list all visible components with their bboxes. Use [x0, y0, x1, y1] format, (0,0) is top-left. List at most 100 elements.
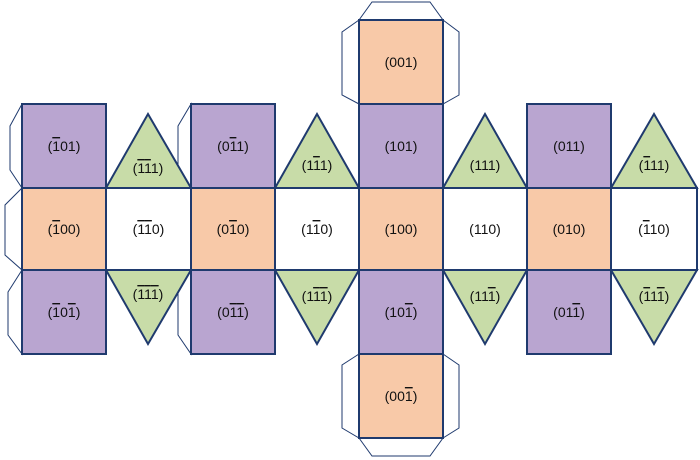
miller-index-label: (110)	[638, 221, 670, 237]
index-digit: 0	[397, 304, 405, 320]
index-digit: 0	[488, 221, 496, 237]
index-digit-overlined: 1	[488, 288, 496, 304]
index-digit-overlined: 1	[643, 157, 651, 173]
glue-tab	[9, 103, 23, 190]
index-digit-overlined: 1	[657, 288, 665, 304]
miller-index-label: (111)	[133, 286, 164, 302]
index-digit: 0	[222, 304, 230, 320]
triangle-face: (111)	[273, 111, 361, 189]
index-digit: 1	[68, 138, 76, 154]
index-digit: 0	[221, 221, 229, 237]
index-digit: 1	[481, 221, 489, 237]
glue-tab	[358, 1, 444, 21]
rhombic-face: (011)	[526, 103, 612, 189]
index-digit: 1	[481, 157, 489, 173]
index-digit: 1	[389, 304, 397, 320]
index-digit: 0	[657, 221, 665, 237]
index-digit: 1	[566, 304, 574, 320]
index-digit: 1	[657, 157, 665, 173]
rhombic-face: (101)	[21, 269, 107, 355]
miller-index-label: (100)	[48, 221, 81, 237]
miller-index-label: (111)	[470, 288, 501, 304]
miller-index-label: (101)	[385, 304, 418, 320]
index-digit-overlined: 1	[229, 221, 237, 237]
triangle-face-shape	[273, 111, 361, 189]
index-digit: 1	[405, 54, 413, 70]
triangle-face-shape	[273, 269, 361, 347]
cube-face: (001)	[358, 19, 444, 105]
index-digit: 1	[389, 221, 397, 237]
glue-tab	[358, 437, 444, 457]
index-digit: 1	[565, 221, 573, 237]
index-digit: 1	[306, 288, 314, 304]
hexagon-face: (110)	[610, 187, 698, 271]
miller-index-label: (001)	[385, 388, 418, 404]
index-digit: 1	[320, 157, 328, 173]
index-digit-overlined: 1	[572, 304, 580, 320]
triangle-face: (111)	[273, 269, 361, 347]
miller-index-label: (111)	[639, 157, 670, 173]
glue-tab	[341, 353, 360, 439]
triangle-face-shape	[609, 269, 699, 346]
index-digit: 0	[320, 221, 328, 237]
index-digit-overlined: 1	[52, 304, 60, 320]
index-digit: 0	[558, 138, 566, 154]
index-digit: 0	[389, 54, 397, 70]
index-digit-overlined: 1	[643, 221, 651, 237]
cube-face: (010)	[526, 187, 612, 271]
index-digit: 0	[222, 138, 230, 154]
index-digit-overlined: 1	[52, 221, 60, 237]
rhombic-face: (101)	[358, 103, 444, 189]
cube-face-shape	[358, 187, 444, 271]
hexagon-face: (110)	[274, 187, 360, 271]
index-digit-overlined: 1	[144, 160, 152, 176]
miller-index-label: (110)	[301, 221, 333, 237]
index-digit-overlined: 1	[68, 304, 76, 320]
index-digit: 0	[397, 388, 405, 404]
index-digit: 1	[306, 157, 314, 173]
miller-index-label: (010)	[553, 221, 586, 237]
index-digit-overlined: 1	[643, 288, 651, 304]
index-digit: 1	[405, 138, 413, 154]
index-digit: 1	[572, 138, 580, 154]
index-digit-overlined: 1	[230, 138, 238, 154]
index-digit: 1	[488, 157, 496, 173]
glue-tab	[341, 19, 360, 105]
miller-index-label: (111)	[639, 288, 670, 304]
index-digit-overlined: 1	[137, 160, 145, 176]
glue-tab	[442, 19, 460, 105]
rhombic-face-shape	[190, 269, 276, 355]
triangle-face: (111)	[609, 269, 699, 346]
index-digit: 0	[152, 221, 160, 237]
index-digit: 1	[566, 138, 574, 154]
miller-index-label: (110)	[133, 221, 165, 237]
index-digit: 1	[151, 160, 159, 176]
index-digit: 0	[68, 221, 76, 237]
rhombic-face-shape	[526, 269, 612, 355]
index-digit: 1	[474, 157, 482, 173]
triangle-face-shape	[441, 111, 529, 189]
miller-index-label: (111)	[302, 157, 333, 173]
glue-tab	[442, 353, 460, 439]
index-digit: 1	[650, 221, 658, 237]
rhombic-face-shape	[21, 269, 107, 355]
index-digit: 0	[60, 221, 68, 237]
miller-index-label: (011)	[217, 304, 249, 320]
miller-index-label: (101)	[48, 138, 81, 154]
index-digit: 0	[397, 54, 405, 70]
miller-index-label: (110)	[469, 221, 501, 237]
miller-index-label: (111)	[133, 160, 164, 176]
miller-index-label: (011)	[217, 138, 249, 154]
index-digit-overlined: 1	[137, 286, 145, 302]
miller-index-label: (101)	[385, 138, 418, 154]
index-digit-overlined: 1	[144, 221, 152, 237]
index-digit: 0	[389, 388, 397, 404]
triangle-face-shape	[609, 112, 699, 189]
cube-face-shape	[358, 353, 444, 439]
triangle-face: (111)	[441, 111, 529, 189]
miller-index-label: (111)	[302, 288, 333, 304]
index-digit: 0	[237, 221, 245, 237]
index-digit-overlined: 1	[320, 288, 328, 304]
triangle-face: (111)	[441, 269, 529, 347]
